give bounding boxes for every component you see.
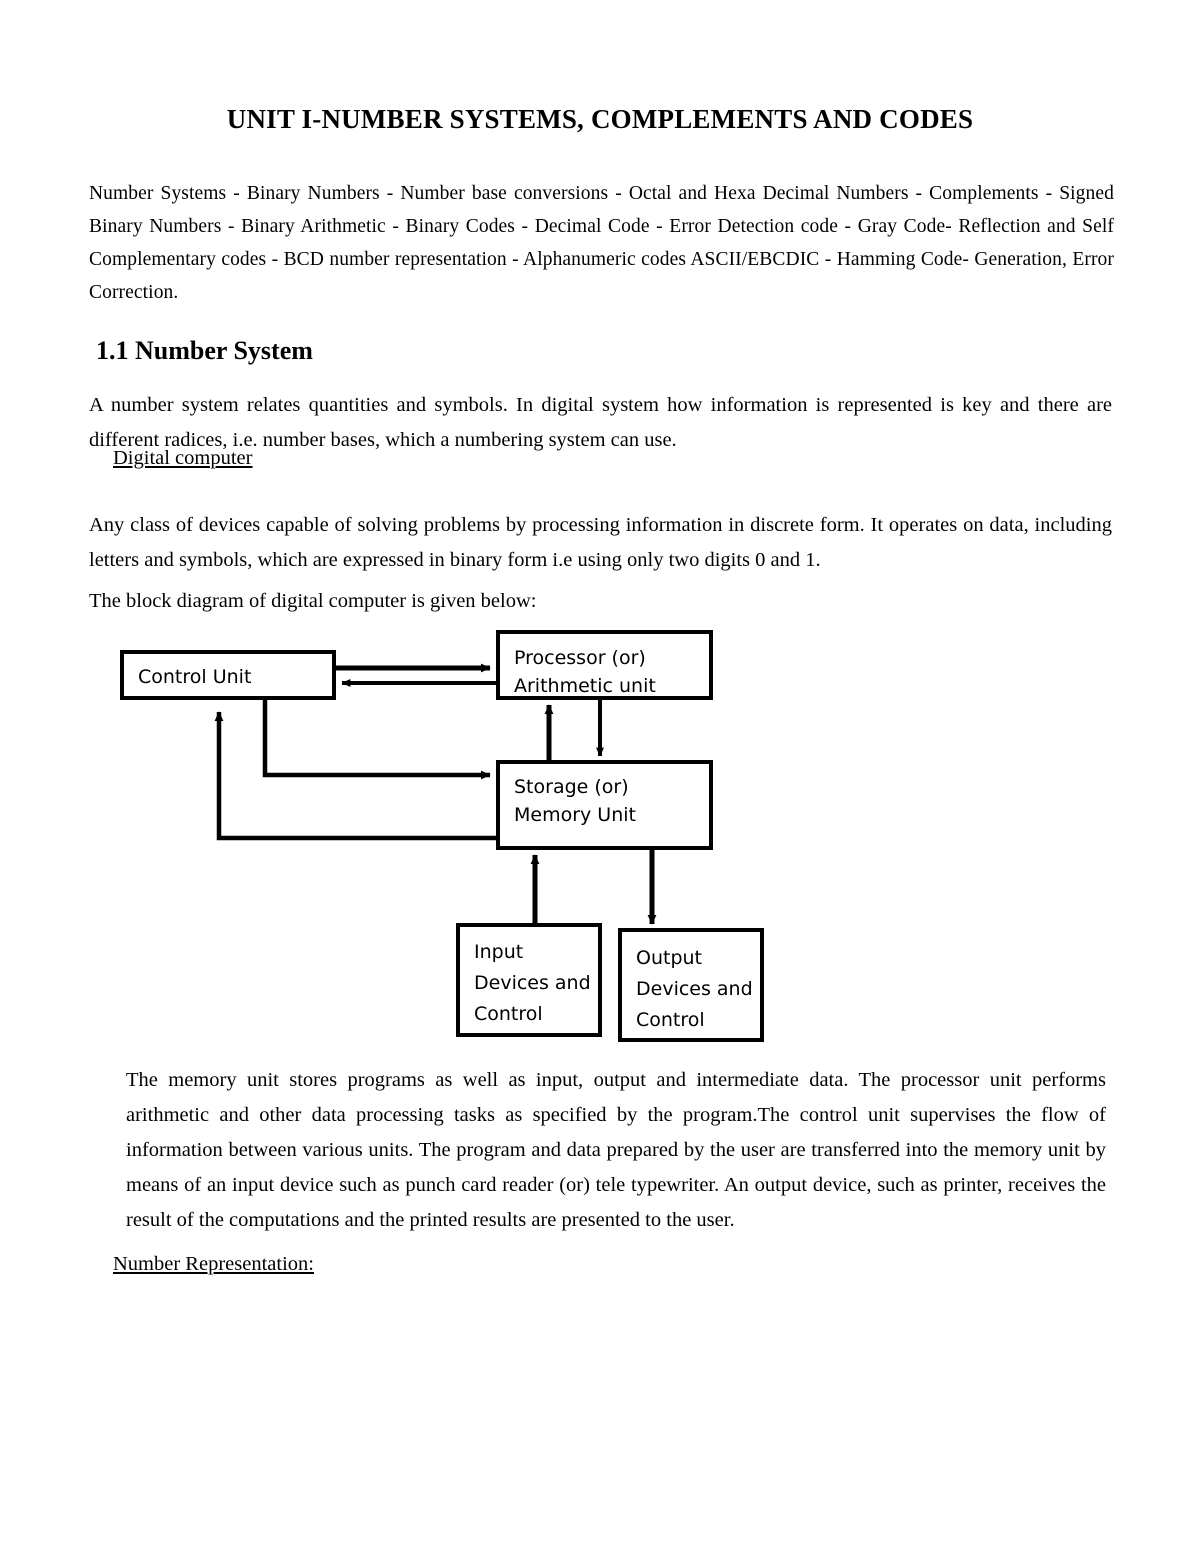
paragraph-block-diagram-intro: The block diagram of digital computer is… bbox=[89, 589, 537, 612]
paragraph-digital-computer: Any class of devices capable of solving … bbox=[89, 513, 1112, 571]
output-devices-label-line3: Control bbox=[636, 1009, 705, 1031]
input-devices-label-line2: Devices and bbox=[474, 972, 591, 994]
output-devices-label-line2: Devices and bbox=[636, 978, 753, 1000]
processor-label-line1: Processor (or) bbox=[514, 647, 646, 669]
section-heading-1-1: 1.1 Number System bbox=[96, 335, 313, 365]
input-devices-label-line3: Control bbox=[474, 1003, 543, 1025]
input-devices-label-line1: Input bbox=[474, 941, 523, 963]
storage-label-line1: Storage (or) bbox=[514, 776, 629, 798]
connector-storage-to-control bbox=[214, 711, 498, 841]
diagram-box-output-devices: Output Devices and Control bbox=[618, 928, 764, 1042]
syllabus-abstract: Number Systems - Binary Numbers - Number… bbox=[89, 183, 1114, 303]
output-devices-label-line1: Output bbox=[636, 947, 702, 969]
storage-label-line2: Memory Unit bbox=[514, 804, 636, 826]
subheading-digital-computer: Digital computer bbox=[113, 447, 253, 469]
subheading-number-representation: Number Representation: bbox=[113, 1253, 314, 1275]
diagram-box-storage: Storage (or) Memory Unit bbox=[496, 760, 713, 850]
diagram-box-input-devices: Input Devices and Control bbox=[456, 923, 602, 1037]
paragraph-number-system: A number system relates quantities and s… bbox=[89, 393, 1112, 451]
connector-control-to-storage bbox=[262, 698, 491, 780]
diagram-box-processor: Processor (or) Arithmetic unit bbox=[496, 630, 713, 700]
control-unit-label: Control Unit bbox=[138, 666, 251, 688]
page-title: UNIT I-NUMBER SYSTEMS, COMPLEMENTS AND C… bbox=[226, 104, 974, 135]
diagram-box-control-unit: Control Unit bbox=[120, 650, 336, 700]
paragraph-memory-unit-description: The memory unit stores programs as well … bbox=[126, 1068, 1106, 1231]
processor-label-line2: Arithmetic unit bbox=[514, 675, 656, 697]
